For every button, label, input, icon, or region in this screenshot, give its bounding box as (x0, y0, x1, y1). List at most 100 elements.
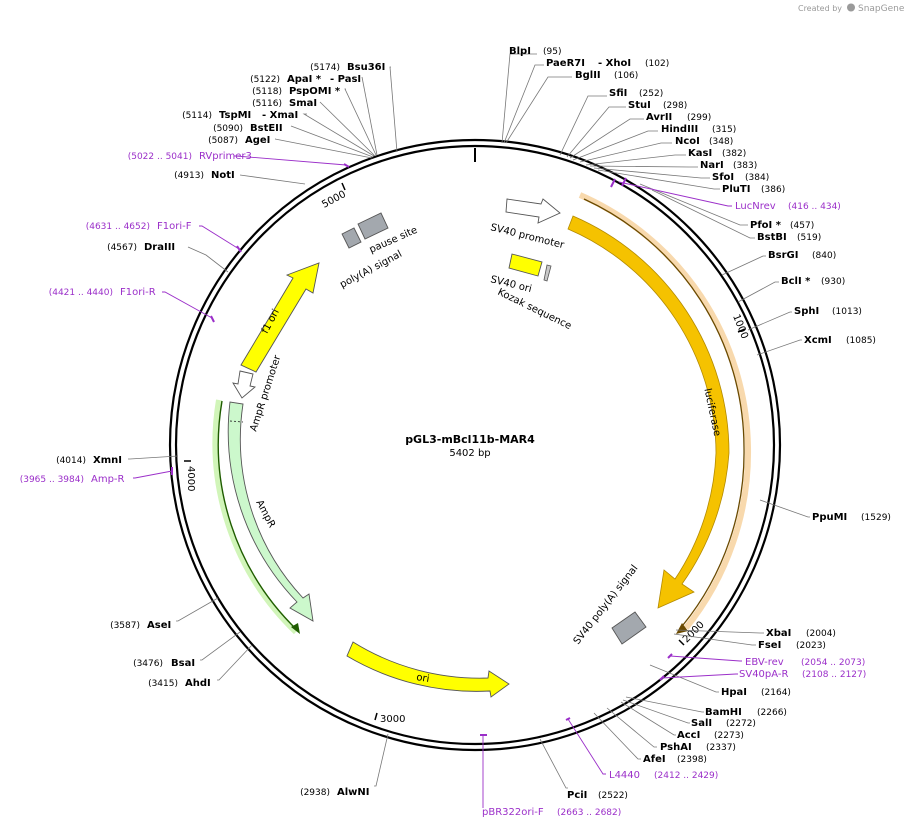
feature-sv40-promoter[interactable]: SV40 promoter (489, 198, 566, 251)
svg-text:AfeI: AfeI (643, 754, 666, 765)
svg-text:(5118): (5118) (252, 87, 282, 97)
enzyme-agei[interactable]: (5087)AgeI (208, 135, 270, 146)
enzyme-acci[interactable]: AccI(2273) (677, 730, 744, 741)
enzyme-leader-lines (128, 53, 810, 789)
feature-luciferase[interactable]: luciferase (567, 192, 752, 634)
primer-ebv-rev[interactable]: EBV-rev(2054 .. 2073) (745, 657, 865, 668)
enzyme-xcmi[interactable]: XcmI(1085) (804, 335, 876, 346)
enzyme-bsteii[interactable]: (5090)BstEII (213, 123, 283, 134)
svg-text:(2522): (2522) (598, 791, 628, 801)
ampr-arrow (227, 401, 314, 622)
backbone (168, 138, 782, 752)
svg-text:XcmI: XcmI (804, 335, 832, 346)
enzyme-hindiii[interactable]: HindIII(315) (661, 124, 736, 135)
svg-text:(384): (384) (745, 173, 769, 183)
svg-text:AhdI: AhdI (185, 678, 211, 689)
enzyme-apai-pasi[interactable]: (5122)ApaI *- PasI (250, 74, 361, 85)
primer-rvprimer3[interactable]: (5022 .. 5041)RVprimer3 (128, 151, 252, 162)
enzyme-xbai[interactable]: XbaI(2004) (766, 628, 836, 639)
enzyme-bcli[interactable]: BclI *(930) (781, 276, 845, 287)
tick-5000-mark (341, 182, 346, 191)
enzyme-asei[interactable]: (3587)AseI (110, 620, 171, 631)
enzyme-bamhi[interactable]: BamHI(2266) (705, 707, 787, 718)
enzyme-ahdi[interactable]: (3415) AhdI (148, 678, 211, 689)
enzyme-kasi[interactable]: KasI(382) (688, 148, 746, 159)
svg-text:(95): (95) (543, 47, 561, 57)
svg-text:KasI: KasI (688, 148, 712, 159)
svg-text:SalI: SalI (691, 718, 712, 729)
primer-pbr322ori-f[interactable]: pBR322ori-F(2663 .. 2682) (482, 807, 621, 818)
svg-text:(2663 .. 2682): (2663 .. 2682) (557, 808, 621, 818)
enzyme-nari[interactable]: NarI(383) (700, 160, 757, 171)
svg-text:(1529): (1529) (861, 513, 891, 523)
svg-text:(102): (102) (645, 59, 669, 69)
primer-amp-r[interactable]: (3965 .. 3984)Amp-R (20, 474, 125, 485)
svg-text:SmaI: SmaI (289, 98, 317, 109)
svg-text:StuI: StuI (628, 100, 651, 111)
enzyme-avrii[interactable]: AvrII(299) (646, 112, 711, 123)
svg-text:NcoI: NcoI (675, 136, 700, 147)
svg-text:(5114): (5114) (182, 111, 212, 121)
primer-leader-lines (133, 155, 742, 808)
enzyme-bsu36i[interactable]: (5174)Bsu36I (310, 62, 385, 73)
primer-lucnrev[interactable]: LucNrev(416 .. 434) (735, 201, 841, 212)
svg-text:NotI: NotI (211, 170, 235, 181)
feature-f1-ori[interactable]: f1 ori (240, 262, 320, 373)
primer-l4440[interactable]: L4440(2412 .. 2429) (609, 770, 718, 781)
svg-text:HpaI: HpaI (721, 687, 747, 698)
enzyme-sali[interactable]: SalI(2272) (691, 718, 756, 729)
enzyme-paer7i-xhoi[interactable]: PaeR7I- XhoI(102) (546, 58, 669, 69)
enzyme-bglii[interactable]: BglII(106) (575, 70, 638, 81)
enzyme-afei[interactable]: AfeI(2398) (643, 754, 707, 765)
enzyme-ppumi[interactable]: PpuMI(1529) (812, 512, 891, 523)
enzyme-pshai[interactable]: PshAI(2337) (660, 742, 736, 753)
svg-text:BstEII: BstEII (250, 123, 283, 134)
enzyme-smai[interactable]: (5116)SmaI (252, 98, 317, 109)
enzyme-blpi[interactable]: BlpI(95) (509, 46, 561, 57)
enzyme-sfii[interactable]: SfiI(252) (609, 88, 663, 99)
luciferase-arrow (567, 215, 730, 609)
lucnrev-mark-2 (621, 177, 627, 187)
tick-3000-label: 3000 (380, 714, 405, 725)
feature-sv40-ori[interactable]: SV40 ori (489, 253, 543, 295)
svg-text:F1ori-R: F1ori-R (120, 287, 156, 298)
enzyme-hpai[interactable]: HpaI(2164) (721, 687, 791, 698)
enzyme-sphi[interactable]: SphI(1013) (794, 306, 862, 317)
svg-text:AlwNI: AlwNI (337, 787, 370, 798)
svg-text:(840): (840) (812, 251, 836, 261)
enzyme-pcii[interactable]: PciI(2522) (567, 790, 628, 801)
enzyme-ncoi[interactable]: NcoI(348) (675, 136, 733, 147)
enzyme-pluti[interactable]: PluTI(386) (722, 184, 785, 195)
enzyme-bsai[interactable]: (3476)BsaI (133, 658, 195, 669)
enzyme-stui[interactable]: StuI(298) (628, 100, 687, 111)
enzyme-tspmi-xmai[interactable]: (5114)TspMI- XmaI (182, 110, 298, 121)
enzyme-drai-iii[interactable]: (4567)DraIII (107, 242, 175, 253)
svg-text:NarI: NarI (700, 160, 724, 171)
f1-ori-arrow (240, 262, 320, 373)
created-by-text: Created by (798, 4, 842, 13)
sv40-polya-box (611, 611, 647, 645)
enzyme-xmni[interactable]: (4014)XmnI (56, 455, 122, 466)
primer-f1ori-r[interactable]: (4421 .. 4440)F1ori-R (49, 287, 156, 298)
svg-text:BsrGI: BsrGI (768, 250, 798, 261)
feature-sv40-polya[interactable]: SV40 poly(A) signal (572, 563, 647, 647)
svg-text:SfoI: SfoI (712, 172, 734, 183)
feature-pause-site[interactable]: pause site (357, 212, 419, 256)
primer-sv40pa-r[interactable]: SV40pA-R(2108 .. 2127) (739, 669, 866, 680)
enzyme-pspomi[interactable]: (5118)PspOMI * (252, 86, 341, 97)
feature-ampr[interactable]: AmpR (212, 399, 314, 635)
primer-marks (171, 163, 673, 736)
enzyme-pfoi[interactable]: PfoI *(457) (750, 220, 814, 231)
svg-text:(3415): (3415) (148, 679, 178, 689)
enzyme-bsrgi[interactable]: BsrGI (840) (768, 250, 836, 261)
svg-text:(930): (930) (821, 277, 845, 287)
enzyme-noti[interactable]: (4913)NotI (174, 170, 235, 181)
enzyme-fsei[interactable]: FseI(2023) (758, 640, 826, 651)
svg-text:(416 .. 434): (416 .. 434) (788, 202, 841, 212)
feature-ori[interactable]: ori (346, 641, 510, 698)
primer-f1ori-f[interactable]: (4631 .. 4652)F1ori-F (86, 221, 192, 232)
enzyme-alwni[interactable]: (2938)AlwNI (300, 787, 369, 798)
enzyme-bstbi[interactable]: BstBI(519) (757, 232, 821, 243)
enzyme-sfoi[interactable]: SfoI (384) (712, 172, 769, 183)
